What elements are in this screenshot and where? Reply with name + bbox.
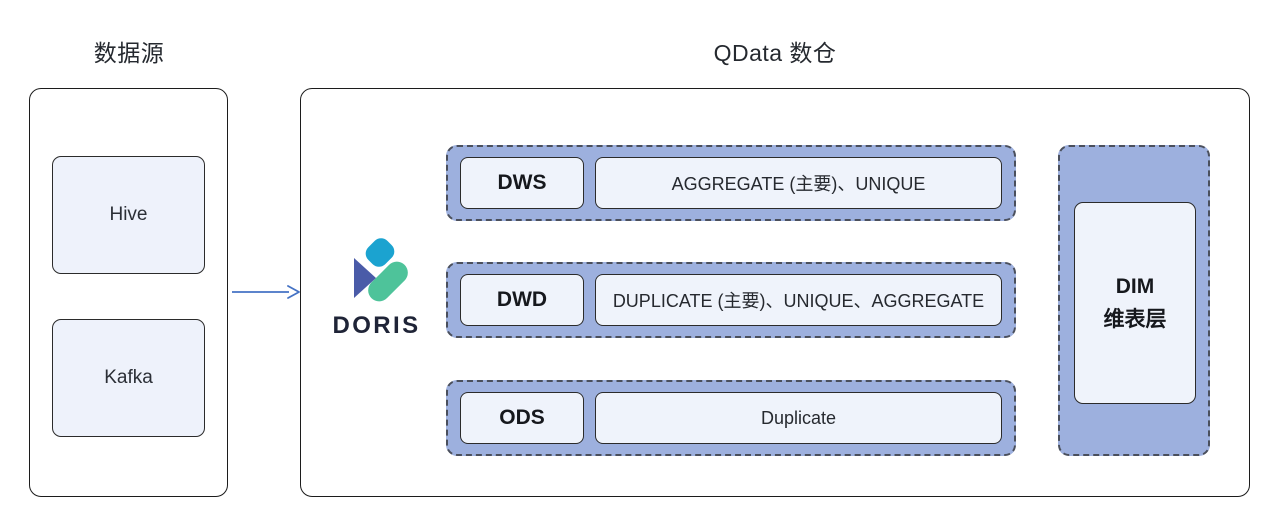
- layer-tag-ods: ODS: [460, 392, 584, 444]
- doris-wordmark: DORIS: [332, 312, 421, 339]
- doris-logo-group: DORIS: [329, 236, 424, 341]
- layer-band-ods: ODS Duplicate: [446, 380, 1016, 456]
- doris-logo-icon: [354, 238, 408, 302]
- layer-band-dws: DWS AGGREGATE (主要)、UNIQUE: [446, 145, 1016, 221]
- layer-models-ods: Duplicate: [595, 392, 1002, 444]
- dim-title: DIM: [1115, 275, 1155, 299]
- layer-models-dws: AGGREGATE (主要)、UNIQUE: [595, 157, 1002, 209]
- source-box-kafka[interactable]: Kafka: [52, 319, 205, 437]
- layer-band-dwd: DWD DUPLICATE (主要)、UNIQUE、AGGREGATE: [446, 262, 1016, 338]
- source-section-title: 数据源: [93, 40, 165, 66]
- dim-card: DIM 维表层: [1074, 202, 1196, 404]
- arrow-right-icon: [232, 285, 300, 299]
- layer-tag-dws: DWS: [460, 157, 584, 209]
- layer-models-dwd: DUPLICATE (主要)、UNIQUE、AGGREGATE: [595, 274, 1002, 326]
- layer-band-dim: DIM 维表层: [1058, 145, 1210, 456]
- source-box-hive-label: Hive: [109, 204, 148, 225]
- warehouse-section-title: QData 数仓: [713, 40, 837, 66]
- dim-subtitle: 维表层: [1103, 307, 1167, 331]
- source-box-hive[interactable]: Hive: [52, 156, 205, 274]
- source-box-kafka-label: Kafka: [104, 367, 153, 388]
- layer-tag-dwd: DWD: [460, 274, 584, 326]
